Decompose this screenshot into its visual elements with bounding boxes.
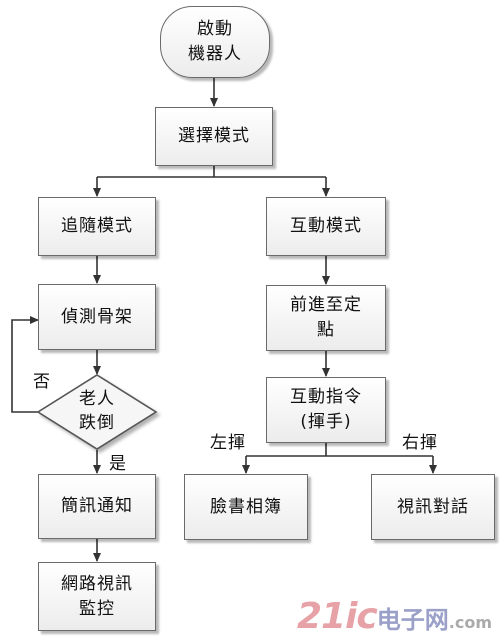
start-node: 啟動 機器人 bbox=[160, 6, 270, 78]
elder-fall-decision: 老人 跌倒 bbox=[79, 389, 115, 433]
interact-mode-node: 互動模式 bbox=[266, 197, 386, 256]
facebook-album-node: 臉書相簿 bbox=[184, 474, 308, 540]
network-monitor-node: 網路視訊 監控 bbox=[38, 562, 156, 631]
detect-skeleton-node: 偵測骨架 bbox=[38, 284, 156, 350]
edge-label-right-wave: 右揮 bbox=[402, 433, 438, 453]
watermark-com: .com bbox=[448, 613, 492, 632]
select-mode-node: 選擇模式 bbox=[155, 107, 273, 166]
edge-label-no: 否 bbox=[33, 372, 51, 392]
move-to-point-node: 前進至定 點 bbox=[266, 285, 386, 351]
edge-label-left-wave: 左揮 bbox=[210, 433, 246, 453]
follow-mode-node: 追隨模式 bbox=[38, 197, 156, 256]
watermark-logo: 21ic电子网.com bbox=[297, 596, 492, 637]
watermark-main: 21ic bbox=[296, 596, 378, 637]
video-call-node: 視訊對話 bbox=[371, 474, 495, 540]
interact-command-node: 互動指令 (揮手) bbox=[266, 377, 386, 443]
decision-diamond-shape bbox=[36, 374, 158, 450]
edge-no-loop bbox=[11, 316, 40, 413]
sms-notify-node: 簡訊通知 bbox=[38, 474, 156, 539]
edge-label-yes: 是 bbox=[109, 454, 127, 474]
watermark-cn: 电子网 bbox=[376, 606, 449, 634]
